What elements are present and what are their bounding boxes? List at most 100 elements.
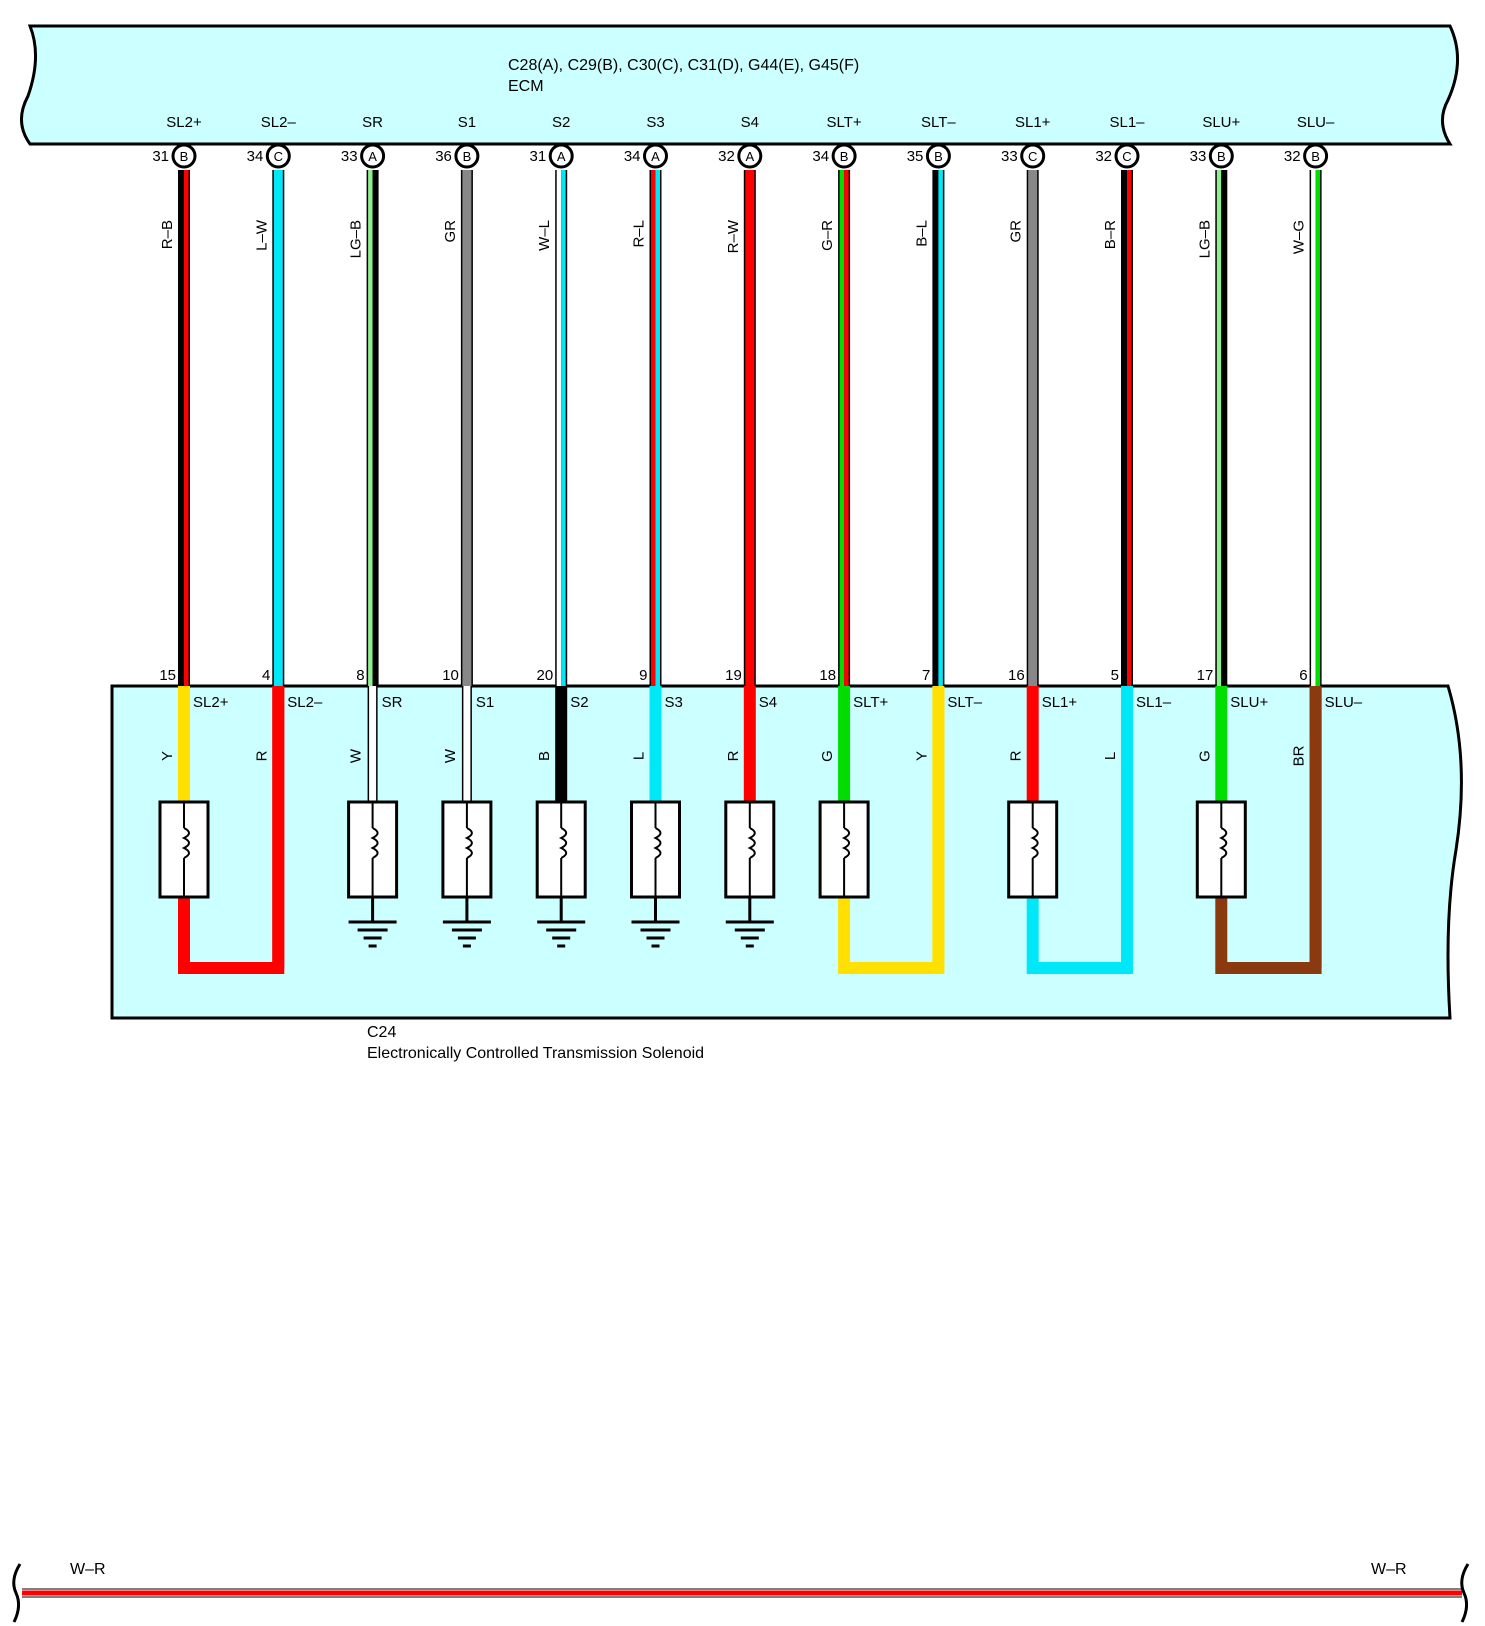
coil-icon	[724, 800, 776, 899]
ecm-pin-number: 35	[907, 148, 924, 165]
ecm-terminal-label: SR	[362, 114, 383, 131]
solenoid-wire-color-label: B	[536, 751, 553, 761]
solenoid-wire-6	[649, 686, 662, 802]
return-loop-2	[838, 687, 945, 974]
connector-letter: B	[1311, 149, 1320, 164]
wire-color-label: LG–B	[348, 220, 365, 258]
connector-circle	[1114, 143, 1140, 169]
solenoid-wire-color-label: W	[442, 748, 459, 763]
ecm-terminal-label: SL1+	[1015, 114, 1051, 131]
wire-1	[178, 170, 190, 686]
ecm-connectors-label: C28(A), C29(B), C30(C), C31(D), G44(E), …	[508, 57, 859, 74]
ecm-pin-number: 31	[530, 148, 547, 165]
connector-letter: C	[1122, 149, 1131, 164]
solenoid-terminal-label: SL2+	[193, 694, 229, 711]
loops-layer	[178, 687, 1322, 974]
connector-letter: B	[180, 149, 189, 164]
ecm-terminal-label: S4	[741, 114, 759, 131]
solenoid-pin-number: 8	[356, 667, 364, 684]
wire-6	[649, 170, 662, 686]
ground-icon	[537, 897, 586, 948]
coil-icon	[535, 800, 587, 899]
wire-8	[838, 170, 851, 686]
labels-layer: SL2+B31R–B15SL2+YSL2–C34L–W4SL2–RSRA33LG…	[152, 114, 1362, 766]
connector-letter: A	[557, 149, 566, 164]
connector-letter: B	[840, 149, 849, 164]
solenoid-pin-number: 19	[725, 667, 742, 684]
solenoid-terminal-label: SL1–	[1136, 694, 1172, 711]
solenoid-pin-number: 16	[1008, 667, 1025, 684]
solenoid-pin-number: 4	[262, 667, 270, 684]
connector-letter: A	[745, 149, 754, 164]
solenoid-connector-label: C24	[367, 1024, 396, 1041]
wire-12	[1215, 170, 1228, 686]
coil-icon	[1007, 800, 1059, 899]
solenoid-wire-8	[838, 686, 851, 802]
wire-color-label: R–B	[159, 220, 176, 249]
solenoid-pin-number: 5	[1111, 667, 1119, 684]
solenoid-terminal-label: SLT–	[947, 694, 982, 711]
wire-color-label: GR	[1008, 220, 1025, 243]
ecm-terminal-label: SLU+	[1202, 114, 1240, 131]
ecm-terminal-label: SLU–	[1297, 114, 1335, 131]
wire-color-label: GR	[442, 220, 459, 243]
connector-circle	[1303, 143, 1329, 169]
solenoid-terminal-label: S1	[476, 694, 494, 711]
connector-circle	[643, 143, 668, 169]
solenoid-terminal-label: SLU–	[1325, 694, 1363, 711]
connector-circle	[925, 143, 951, 169]
connector-circle	[1020, 143, 1046, 169]
ecm-terminal-label: SL2+	[166, 114, 202, 131]
ecm-terminal-label: SLT–	[921, 114, 956, 131]
ground-icon	[442, 897, 491, 948]
ground-icon	[725, 897, 774, 948]
wire-7	[743, 170, 756, 686]
wire-color-label: W–L	[536, 220, 553, 251]
ecm-pin-number: 32	[718, 148, 735, 165]
ecm-pin-number: 34	[812, 148, 829, 165]
ecm-terminal-label: SL2–	[261, 114, 297, 131]
solenoid-wire-color-label: BR	[1291, 745, 1308, 766]
ecm-pin-number: 33	[341, 148, 358, 165]
ecm-terminal-label: S2	[552, 114, 570, 131]
solenoid-terminal-label: SL1+	[1042, 694, 1078, 711]
solenoid-name-label: Electronically Controlled Transmission S…	[367, 1045, 704, 1062]
wire-color-label: R–L	[631, 220, 648, 248]
ecm-pin-number: 34	[624, 148, 641, 165]
solenoid-pin-number: 7	[922, 667, 930, 684]
solenoid-wire-12	[1215, 686, 1228, 802]
coil-icon	[158, 800, 210, 899]
wires-layer	[178, 170, 1322, 968]
solenoid-wire-color-label: Y	[159, 751, 176, 761]
wire-13	[1309, 170, 1322, 686]
symbols-layer	[158, 143, 1329, 948]
ecm-name-label: ECM	[508, 78, 544, 95]
solenoid-wire-color-label: R	[725, 750, 742, 761]
solenoid-pin-number: 10	[442, 667, 459, 684]
solenoid-wire-color-label: R	[253, 750, 270, 761]
wire-color-label: LG–B	[1196, 220, 1213, 258]
coil-icon	[630, 800, 681, 899]
wire-3	[366, 170, 379, 686]
coil-icon	[347, 800, 399, 899]
return-loop-4	[1215, 687, 1322, 974]
solenoid-wire-1	[178, 686, 190, 802]
connector-letter: A	[368, 149, 377, 164]
ecm-pin-number: 34	[247, 148, 264, 165]
return-loop-1	[178, 687, 285, 974]
solenoid-pin-number: 9	[639, 667, 647, 684]
ecm-pin-number: 33	[1190, 148, 1207, 165]
solenoid-wire-color-label: L	[631, 752, 648, 760]
solenoid-wire-5	[555, 686, 568, 802]
harness-left-label: W–R	[70, 1561, 106, 1578]
solenoid-wire-color-label: G	[819, 750, 836, 762]
solenoid-wire-color-label: L	[1102, 752, 1119, 760]
solenoid-terminal-label: S2	[570, 694, 588, 711]
ecm-pin-number: 36	[435, 148, 452, 165]
ecm-terminal-label: SL1–	[1109, 114, 1145, 131]
connector-circle	[831, 143, 857, 169]
connector-circle	[171, 143, 197, 169]
harness-right-label: W–R	[1371, 1561, 1407, 1578]
connector-circle	[548, 143, 574, 169]
wire-color-label: L–W	[253, 219, 270, 251]
